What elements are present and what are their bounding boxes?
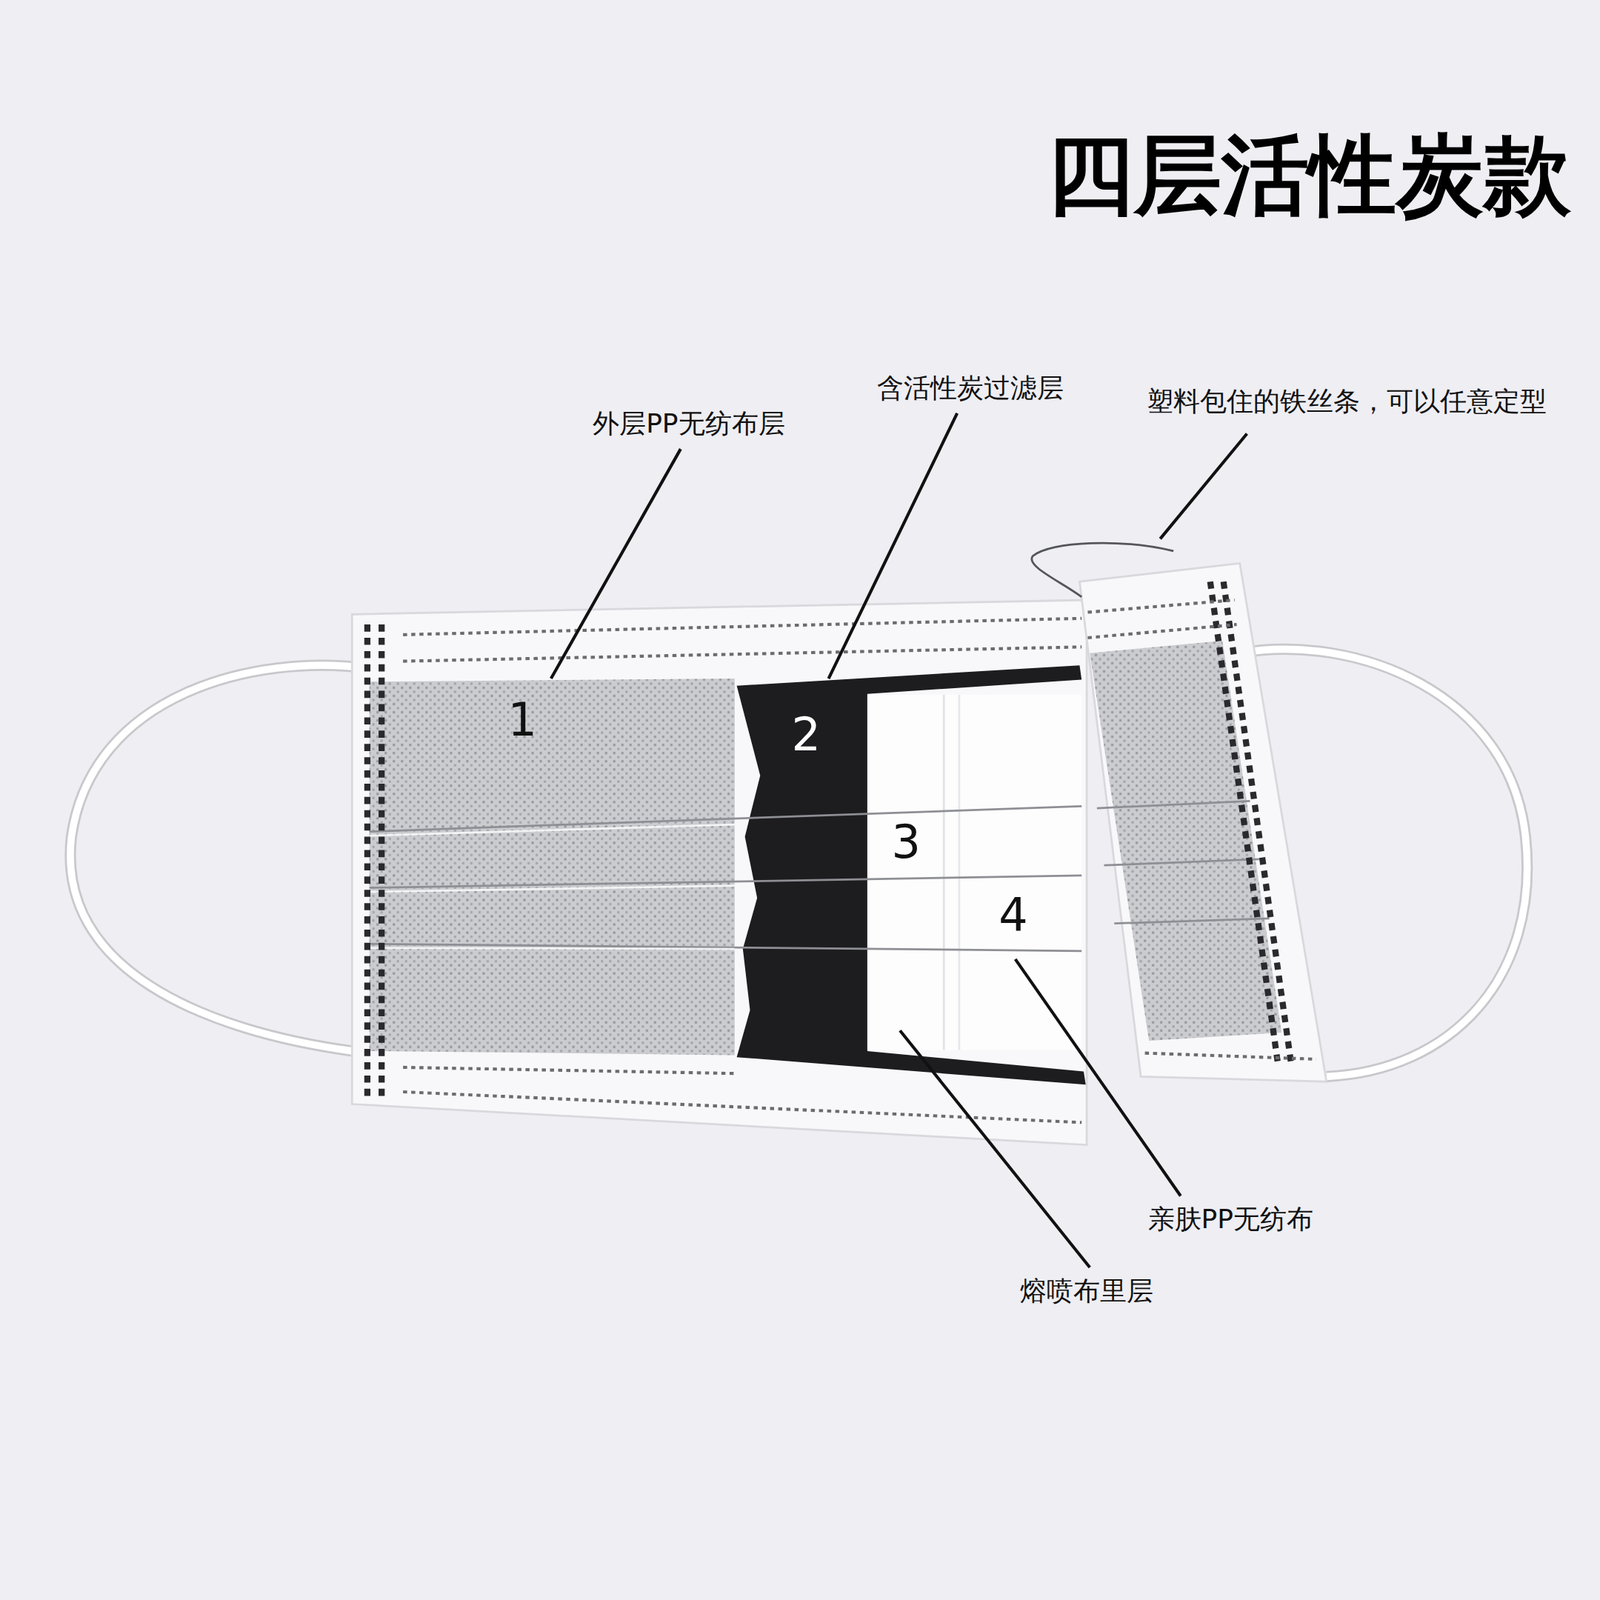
title: 四层活性炭款	[1046, 125, 1572, 226]
callout-number: 2	[791, 708, 821, 761]
callout-number: 1	[508, 693, 538, 746]
callout-label: 塑料包住的铁丝条，可以任意定型	[1146, 385, 1547, 417]
callout-label: 外层PP无纺布层	[592, 408, 785, 439]
callout-label: 熔喷布里层	[1020, 1275, 1154, 1306]
callout-number: 4	[998, 888, 1028, 942]
callout-number: 3	[891, 815, 921, 869]
callout-label: 亲肤PP无纺布	[1148, 1203, 1314, 1235]
callout-label: 含活性炭过滤层	[877, 372, 1064, 403]
